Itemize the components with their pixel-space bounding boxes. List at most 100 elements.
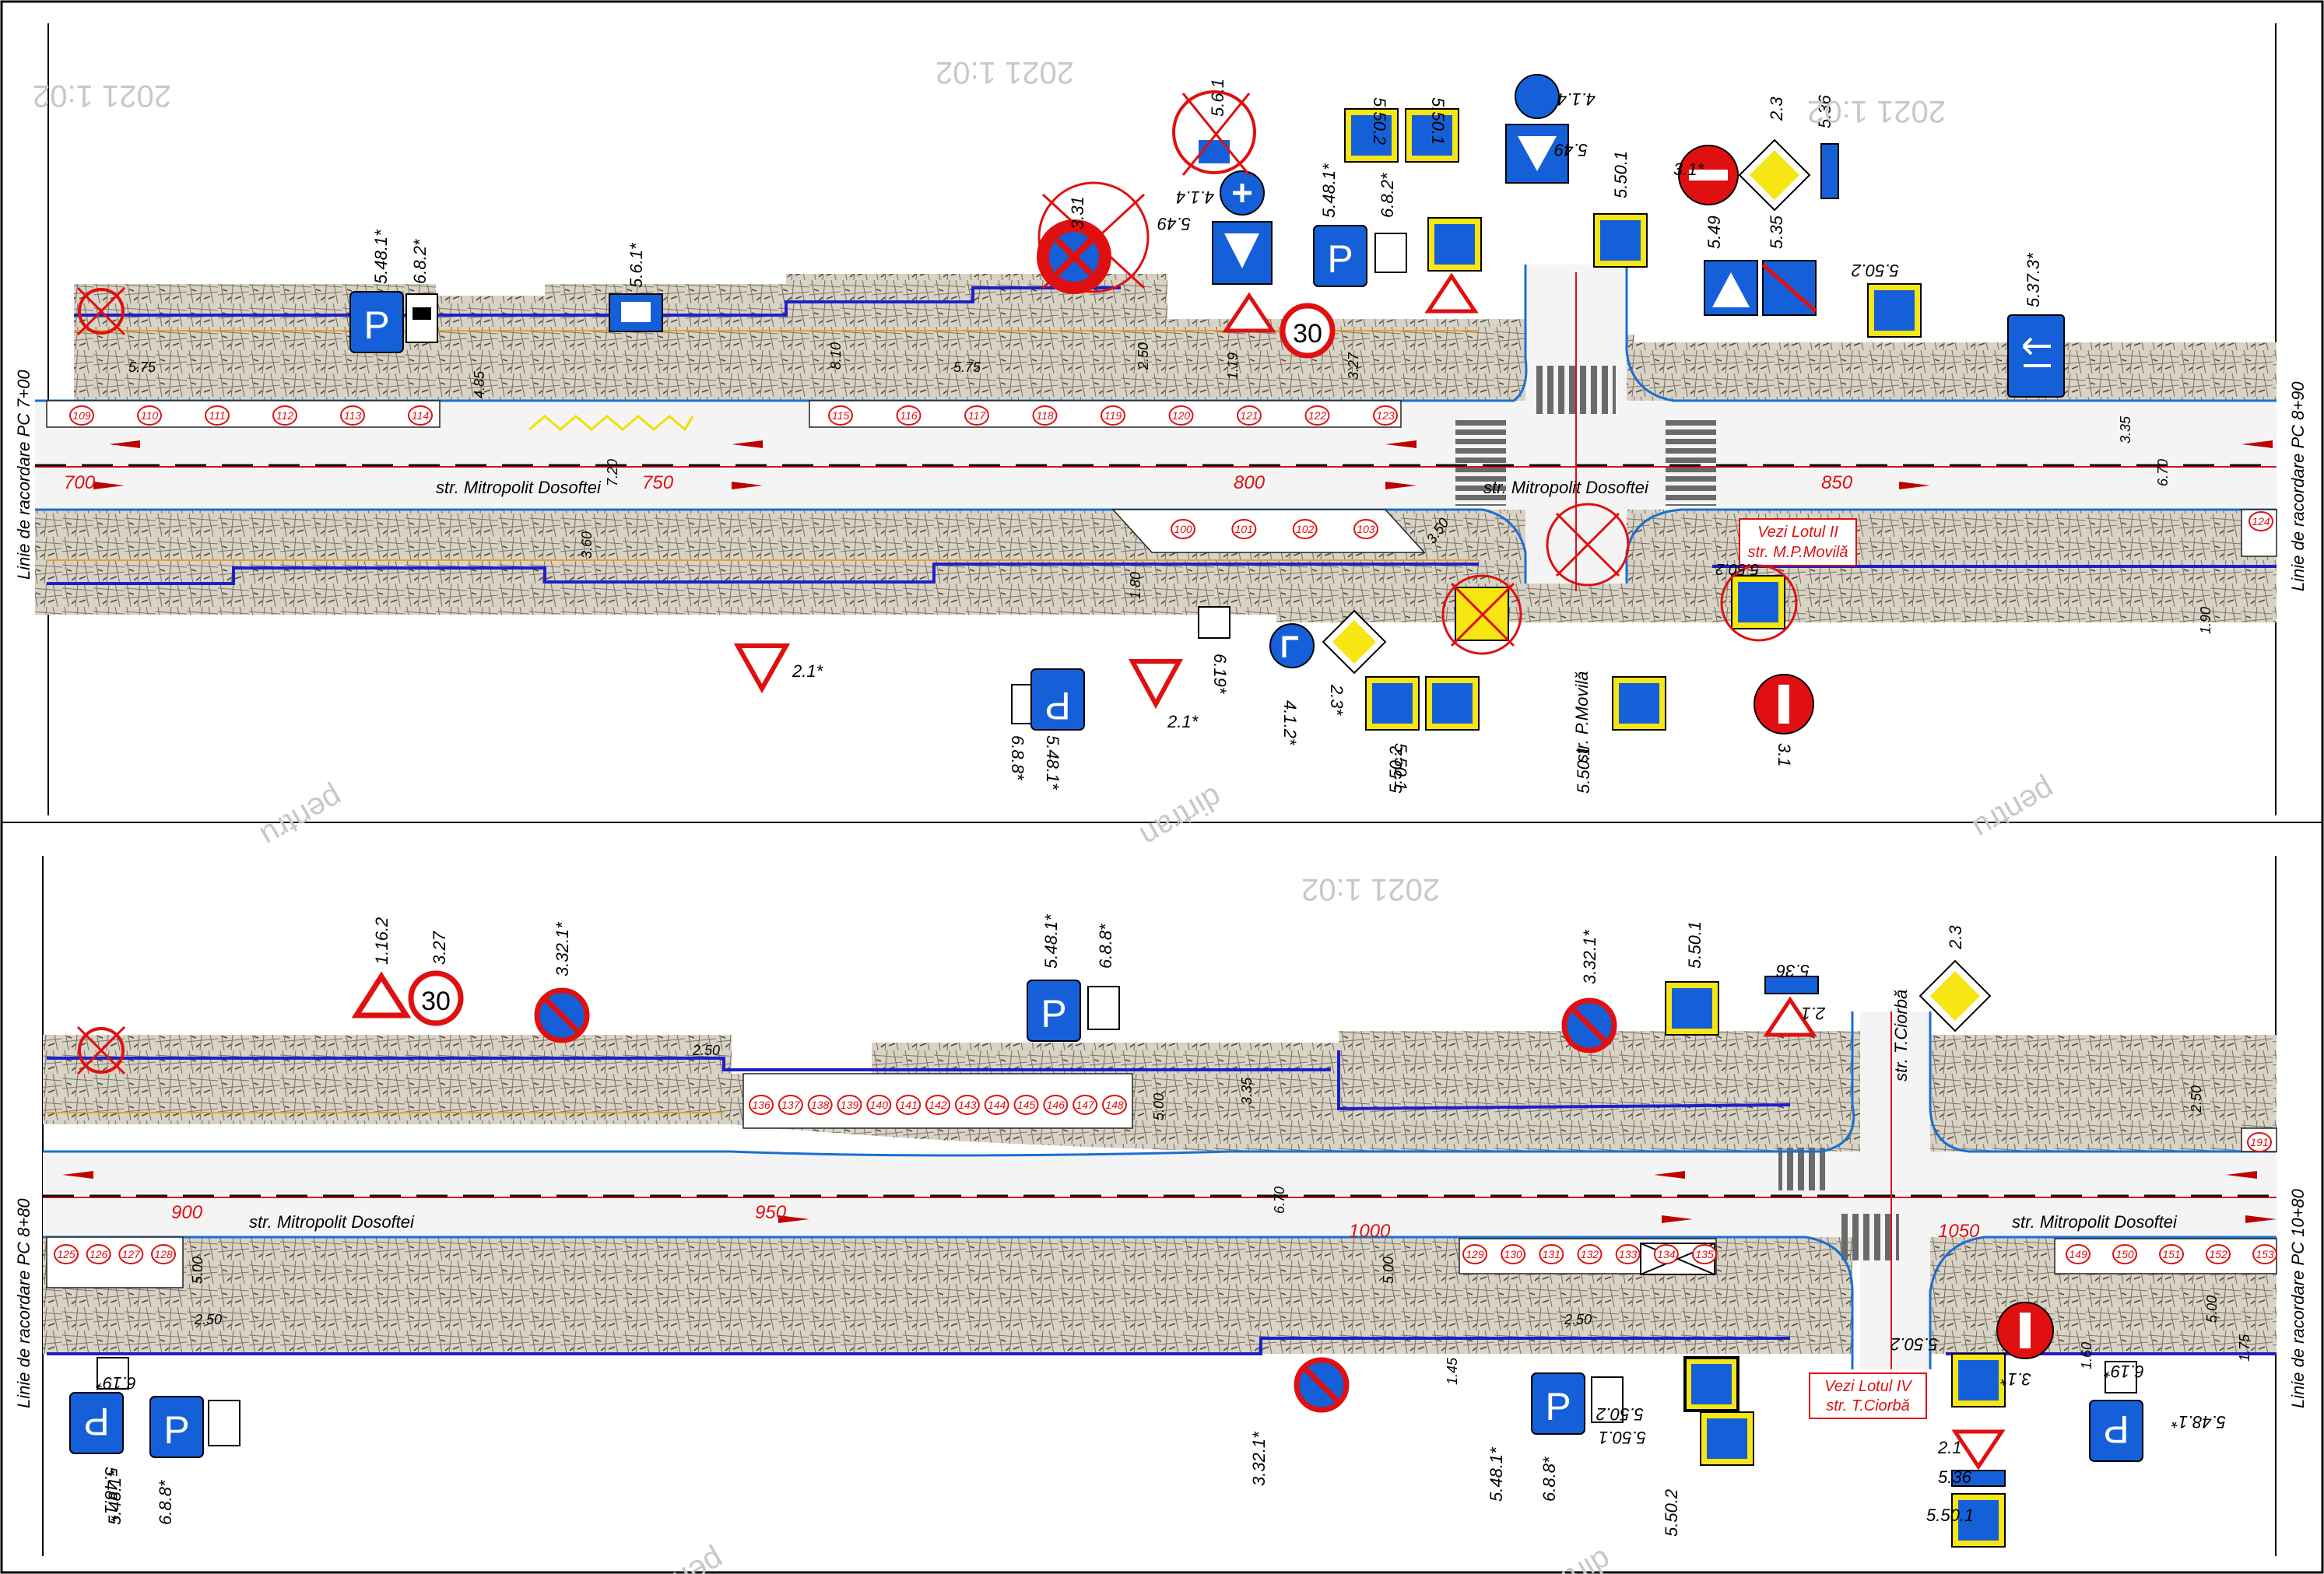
parking-space-badge <box>1577 1244 1603 1264</box>
tram-stop-sign: 5.6.1* <box>609 242 663 332</box>
crosswalk-signs-south: 5.50.1 5.50.2 <box>1365 676 1480 794</box>
parking-space-number: 139 <box>841 1099 859 1111</box>
south-map-band <box>35 510 2277 622</box>
svg-text:5.00: 5.00 <box>1151 1093 1167 1120</box>
parking-space-number: 118 <box>1036 409 1054 422</box>
svg-text:2.1: 2.1 <box>1937 1438 1962 1457</box>
svg-text:5.50.1: 5.50.1 <box>1599 1428 1646 1447</box>
svg-text:30: 30 <box>421 987 451 1016</box>
parking-space-badge <box>896 405 922 426</box>
parking-space-number: 122 <box>1308 409 1327 422</box>
chainage-850: 850 <box>1821 472 1853 493</box>
parking-space-number: 100 <box>1174 523 1192 535</box>
parking-space-number: 148 <box>1105 1099 1124 1111</box>
parking-space-badge <box>151 1244 176 1264</box>
svg-text:1.16.2: 1.16.2 <box>372 917 391 965</box>
svg-text:3.27: 3.27 <box>1346 352 1361 380</box>
svg-text:1.80: 1.80 <box>1128 572 1143 599</box>
svg-text:dirtran: dirtran <box>1523 1542 1617 1574</box>
no-stopping-crossed-out-sign: 3.31 <box>1037 181 1150 294</box>
parking-space-badge <box>137 405 162 426</box>
svg-text:pentru: pentru <box>255 780 348 854</box>
parking-space-number: 121 <box>1240 409 1258 422</box>
parking-space-badge <box>896 1095 922 1115</box>
parking-sign-p-4: P 5.48.1* 6.8.8* <box>105 1396 240 1525</box>
parking-space-badge <box>340 405 365 426</box>
parking-space-badge <box>1539 1244 1564 1264</box>
svg-text:5.48.1*: 5.48.1* <box>371 229 391 284</box>
parking-space-number: 134 <box>1657 1248 1676 1260</box>
parking-space-number: 109 <box>72 409 91 422</box>
side-street-label: str. P.Movilă <box>1572 671 1592 762</box>
parking-space-badge <box>1615 1244 1641 1264</box>
parking-space-number: 143 <box>958 1099 977 1111</box>
crossed-crosswalk-sign-2: 5.50.2 <box>1715 560 1798 642</box>
parking-space-number: 135 <box>1695 1248 1714 1260</box>
parking-space-number: 140 <box>870 1099 889 1111</box>
svg-text:Vezi Lotul IV: Vezi Lotul IV <box>1824 1378 1912 1395</box>
svg-text:3.32.1*: 3.32.1* <box>1249 1431 1269 1486</box>
parking-space-number: 153 <box>2256 1248 2274 1260</box>
chainage-800: 800 <box>1234 472 1266 493</box>
warning-speed-sign: 30 1.16.2 3.27 <box>351 917 464 1026</box>
parking-space-badge <box>2066 1244 2091 1264</box>
parking-space-number: 102 <box>1296 523 1315 535</box>
loading-zigzag <box>528 415 694 432</box>
svg-text:6.8.8*: 6.8.8* <box>1096 923 1115 969</box>
parking-space-badge <box>272 405 297 426</box>
svg-text:5.35: 5.35 <box>1767 215 1786 249</box>
parking-space-number: 125 <box>57 1248 75 1260</box>
parking-space-number: 103 <box>1357 523 1375 535</box>
street-label-main-a: str. Mitropolit Dosoftei <box>436 478 602 497</box>
svg-text:6.8.8*: 6.8.8* <box>1008 735 1027 781</box>
parking-space-badge <box>778 1095 803 1115</box>
svg-text:3.32.1*: 3.32.1* <box>553 921 572 976</box>
svg-text:P: P <box>1545 1385 1571 1429</box>
svg-text:5.50.1: 5.50.1 <box>1926 1506 1974 1525</box>
parking-space-badge <box>1231 519 1257 539</box>
svg-text:2.50: 2.50 <box>2189 1085 2204 1113</box>
left-edge-label: Linie de racordare PC 7+00 <box>14 370 33 580</box>
parking-space-number: 145 <box>1017 1099 1036 1111</box>
crosswalk-sign-4: 5.50.2 <box>1852 261 1922 338</box>
parking-space-number: 136 <box>752 1099 771 1111</box>
crosswalk-2b <box>1837 1214 1899 1260</box>
svg-text:6.8.8*: 6.8.8* <box>1539 1456 1559 1502</box>
svg-text:3.35: 3.35 <box>2118 415 2133 443</box>
svg-text:pentru: pentru <box>1967 772 2060 846</box>
svg-text:900: 900 <box>171 1202 203 1223</box>
svg-text:5.50.2: 5.50.2 <box>1370 97 1389 145</box>
left-edge-label-2: Linie de racordare PC 8+80 <box>14 1198 33 1408</box>
svg-text:5.75: 5.75 <box>953 359 981 375</box>
parking-space-number: 126 <box>90 1248 108 1260</box>
svg-text:5.00: 5.00 <box>190 1257 205 1284</box>
svg-text:2.3: 2.3 <box>1946 925 1965 950</box>
parking-space-number: 117 <box>968 409 987 422</box>
svg-text:str. T.Ciorbă: str. T.Ciorbă <box>1826 1397 1909 1414</box>
parking-space-number: 113 <box>344 409 362 422</box>
svg-text:2.1*: 2.1* <box>792 661 824 681</box>
right-edge-label: Linie de racordare PC 8+90 <box>2288 381 2308 591</box>
parking-space-number: 130 <box>1504 1248 1522 1260</box>
svg-text:2.1*: 2.1* <box>1167 712 1199 731</box>
parking-space-number: 110 <box>141 409 159 422</box>
parking-space-number: 141 <box>899 1099 917 1111</box>
crosswalk-signs-top: 5.50.2 5.50.1 <box>1344 97 1459 163</box>
svg-text:6.19*: 6.19* <box>2103 1362 2144 1381</box>
no-access-crossed-sign-2 <box>76 1025 126 1075</box>
roadway-2 <box>43 1152 2277 1237</box>
svg-text:5.50.1: 5.50.1 <box>1611 151 1631 198</box>
no-parking-sign: 3.32.1* <box>534 921 590 1043</box>
svg-text:pentru: pentru <box>636 1542 729 1574</box>
parking-space-number: 133 <box>1619 1248 1638 1260</box>
parking-space-number: 144 <box>988 1099 1006 1111</box>
parking-space-badge <box>2112 1244 2137 1264</box>
svg-text:2.50: 2.50 <box>1564 1312 1592 1327</box>
parking-sign-p: P 5.48.1* 6.8.2* <box>349 229 438 353</box>
south-map-band-2 <box>43 1237 1852 1354</box>
parking-space-badge <box>408 405 433 426</box>
parking-space-badge <box>1101 405 1125 426</box>
parking-space-badge <box>2247 1132 2272 1152</box>
parking-space-number: 127 <box>122 1248 142 1260</box>
